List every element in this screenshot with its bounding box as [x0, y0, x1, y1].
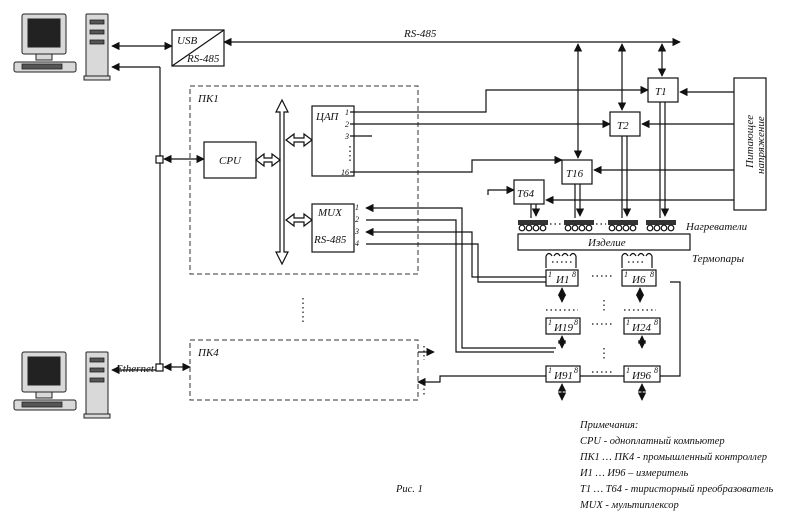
svg-text:1: 1: [626, 366, 630, 375]
cpu-label: CPU: [219, 155, 242, 167]
ethernet-bus: [111, 62, 205, 375]
power-supply-line1: Питающее: [744, 115, 756, 169]
power-supply-block: Питающее напряжение: [733, 77, 767, 211]
svg-text:1: 1: [626, 318, 630, 327]
dac-pin-1: 1: [345, 108, 349, 117]
svg-text:8: 8: [574, 318, 578, 327]
converter-rs485-label: RS-485: [186, 53, 220, 65]
dac-pin-3: 3: [344, 132, 349, 141]
meter-m19-label: И19: [553, 322, 573, 334]
svg-text:8: 8: [654, 366, 658, 375]
figure-caption: Рис. 1: [395, 484, 423, 495]
product-label: Изделие: [587, 237, 626, 249]
thyristor-t16-label: T16: [566, 168, 584, 180]
dac-label: ЦАП: [315, 111, 339, 123]
cpu-block: [203, 141, 257, 179]
thyristor-t1-label: T1: [655, 86, 667, 98]
bottom-computer-icon: [13, 351, 111, 419]
top-computer-icon: [13, 13, 111, 81]
thermocouples-label: Термопары: [692, 253, 745, 265]
svg-text:1: 1: [624, 270, 628, 279]
meter-m24: 1 И24 8: [623, 317, 661, 335]
meter-m91: 1 И91 8: [545, 365, 581, 383]
note-meters: И1 … И96 – измеритель: [579, 468, 689, 479]
power-lines: [545, 87, 734, 205]
mux-pin-1: 1: [355, 203, 359, 212]
notes-heading: Примечания:: [579, 420, 638, 431]
ethernet-label: Ethernet: [115, 363, 155, 375]
note-mux: MUX - мультиплексор: [579, 500, 679, 511]
dac-output-lines: [350, 85, 649, 195]
dac-block: [311, 105, 355, 177]
thyristor-t2-label: T2: [617, 120, 629, 132]
note-cpu: CPU - одноплатный компьютер: [580, 436, 725, 447]
rs485-bus-label: RS-485: [403, 28, 437, 40]
svg-text:1: 1: [548, 366, 552, 375]
heaters-label: Нагреватели: [685, 221, 748, 233]
mux-rs485-label: RS-485: [313, 234, 347, 246]
svg-text:1: 1: [548, 318, 552, 327]
svg-text:8: 8: [572, 270, 576, 279]
mux-pin-3: 3: [354, 227, 359, 236]
converter-usb-label: USB: [177, 35, 197, 47]
notes: Примечания: CPU - одноплатный компьютер …: [579, 420, 773, 511]
thyristor-t64: T64: [513, 179, 545, 205]
thyristor-t2: T2: [609, 111, 641, 137]
internal-bus: [255, 98, 313, 266]
svg-text:1: 1: [548, 270, 552, 279]
meter-m96: 1 И96 8: [623, 365, 661, 383]
svg-text:8: 8: [654, 318, 658, 327]
meter-m6: 1 И6 8: [621, 269, 657, 287]
meter-m96-label: И96: [631, 370, 651, 382]
thermocouples: [545, 252, 653, 268]
mux-label: MUX: [317, 207, 343, 219]
usb-rs485-converter: USB RS-485: [171, 29, 225, 67]
meter-m6-label: И6: [631, 274, 646, 286]
meter-m19: 1 И19 8: [545, 317, 581, 335]
thyristor-t64-label: T64: [517, 188, 535, 200]
product-block: [517, 233, 691, 251]
heater-feeds: [530, 102, 670, 218]
heaters-row: [518, 220, 676, 232]
dac-pin-16: 16: [341, 168, 349, 177]
mux-pin-4: 4: [355, 239, 359, 248]
meter-m24-label: И24: [631, 322, 651, 334]
note-thyristors: T1 … T64 - тиристорный преобразователь: [580, 484, 773, 495]
thyristor-t16: T16: [561, 159, 593, 185]
controller-pk4-label: ПК4: [197, 347, 219, 359]
note-controllers: ПК1 … ПК4 - промышленный контроллер: [579, 452, 767, 463]
mux-pin-2: 2: [355, 215, 359, 224]
power-supply-line2: напряжение: [755, 116, 767, 174]
svg-text:8: 8: [650, 270, 654, 279]
controller-pk4-frame: [189, 339, 419, 401]
controller-pk1-frame: [189, 85, 419, 275]
mux-block: [311, 203, 355, 253]
meter-m91-label: И91: [553, 370, 573, 382]
dac-pin-2: 2: [345, 120, 349, 129]
controller-pk1-label: ПК1: [197, 93, 219, 105]
thyristor-t1: T1: [647, 77, 679, 103]
rs485-drops: [573, 43, 667, 159]
svg-text:8: 8: [574, 366, 578, 375]
meter-m1: 1 И1 8: [545, 269, 579, 287]
meter-m1-label: И1: [555, 274, 569, 286]
